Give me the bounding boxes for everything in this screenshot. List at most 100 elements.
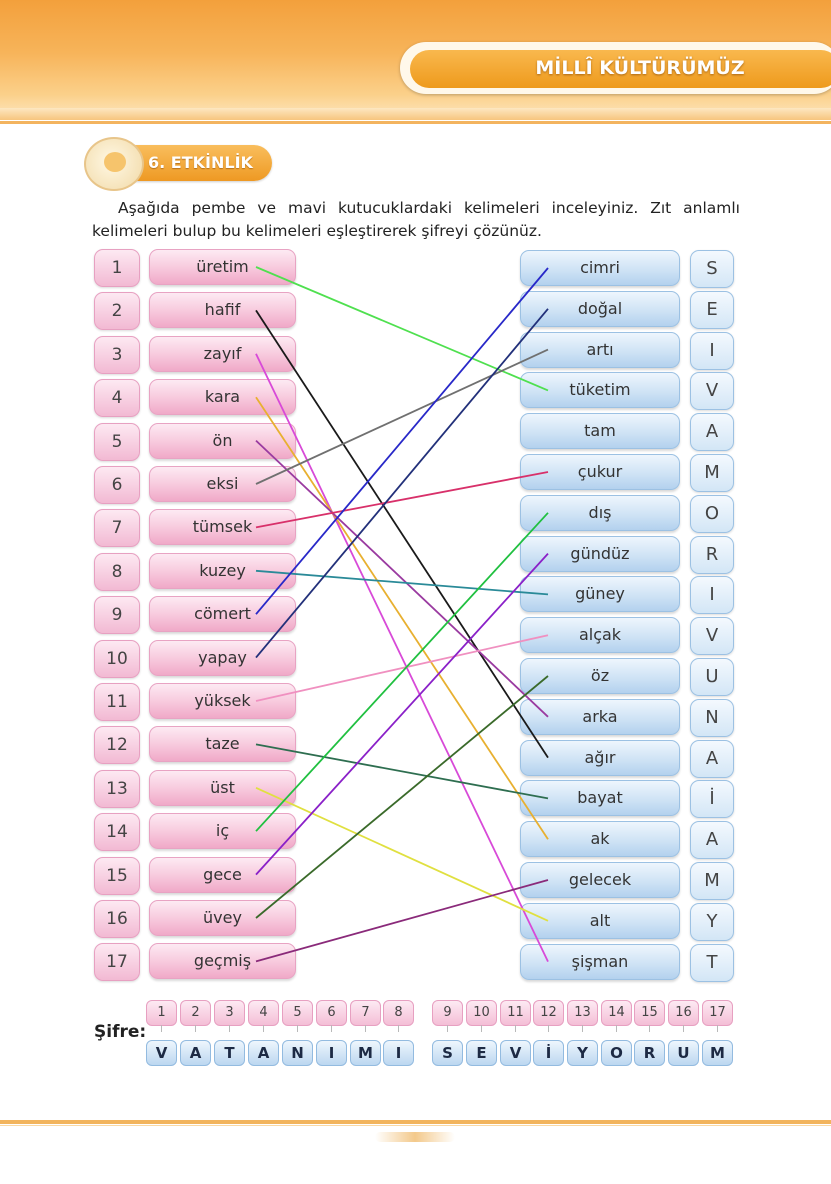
- cipher-number: 10: [466, 1000, 497, 1026]
- letter-box: I: [690, 331, 734, 370]
- match-line: [255, 439, 549, 718]
- cipher-letter: U: [668, 1040, 699, 1066]
- pink-word-box[interactable]: üretim: [149, 249, 296, 285]
- match-line: [255, 512, 549, 832]
- number-box: 4: [94, 379, 140, 418]
- pink-word-box[interactable]: üst: [149, 769, 296, 806]
- cipher-letter: S: [432, 1040, 463, 1066]
- match-line: [255, 879, 549, 963]
- blue-word-box[interactable]: gündüz: [520, 535, 680, 572]
- blue-word-box[interactable]: cimri: [520, 250, 680, 286]
- letter-box: V: [690, 617, 734, 656]
- pink-word-box[interactable]: gece: [149, 856, 296, 893]
- pink-word-box[interactable]: hafif: [149, 292, 296, 329]
- cipher-letter: A: [248, 1040, 279, 1066]
- cipher-tick: [683, 1025, 684, 1032]
- pink-word-box[interactable]: cömert: [149, 596, 296, 633]
- match-line: [255, 743, 549, 800]
- match-line: [255, 675, 549, 919]
- match-line: [255, 308, 549, 659]
- number-box: 11: [94, 683, 140, 721]
- cipher-tick: [616, 1025, 617, 1032]
- pink-word-box[interactable]: geçmiş: [149, 943, 296, 980]
- cipher-letter: M: [350, 1040, 381, 1066]
- pink-word-box[interactable]: kuzey: [149, 552, 296, 589]
- blue-word-box[interactable]: tüketim: [520, 372, 680, 409]
- header-title-pill-inner: [410, 50, 831, 88]
- number-box: 2: [94, 292, 140, 331]
- letter-box: M: [690, 862, 734, 900]
- match-line: [255, 348, 549, 485]
- letter-box: R: [690, 535, 734, 574]
- cipher-letter: A: [180, 1040, 211, 1066]
- cipher-tick: [365, 1025, 366, 1032]
- number-box: 13: [94, 769, 140, 808]
- cipher-number: 11: [500, 1000, 531, 1026]
- pink-word-box[interactable]: iç: [149, 813, 296, 850]
- match-line: [255, 786, 549, 922]
- number-box: 9: [94, 596, 140, 635]
- pink-word-box[interactable]: yapay: [149, 639, 296, 676]
- match-line: [255, 266, 549, 392]
- cipher-letter: O: [601, 1040, 632, 1066]
- cipher-letter: V: [500, 1040, 531, 1066]
- cipher-tick: [717, 1025, 718, 1032]
- cipher-number: 14: [601, 1000, 632, 1026]
- match-line: [255, 471, 549, 529]
- blue-word-box[interactable]: ağır: [520, 739, 680, 776]
- cipher-tick: [398, 1025, 399, 1032]
- letter-box: U: [690, 658, 734, 696]
- cipher-tick: [161, 1025, 162, 1032]
- cipher-tick: [263, 1025, 264, 1032]
- match-line: [255, 353, 549, 962]
- cipher-number: 1: [146, 1000, 177, 1026]
- cipher-tick: [229, 1025, 230, 1032]
- cipher-tick: [649, 1025, 650, 1032]
- cipher-number: 6: [316, 1000, 347, 1026]
- pink-word-box[interactable]: eksi: [149, 466, 296, 502]
- pink-word-box[interactable]: zayıf: [149, 335, 296, 372]
- cipher-letter: E: [466, 1040, 497, 1066]
- cipher-tick: [515, 1025, 516, 1032]
- cipher-letter: M: [702, 1040, 733, 1066]
- number-box: 1: [94, 249, 140, 287]
- pink-word-box[interactable]: taze: [149, 726, 296, 763]
- blue-word-box[interactable]: tam: [520, 413, 680, 450]
- pink-word-box[interactable]: tümsek: [149, 509, 296, 546]
- cipher-tick: [297, 1025, 298, 1032]
- number-box: 12: [94, 726, 140, 765]
- cipher-tick: [195, 1025, 196, 1032]
- blue-word-box[interactable]: şişman: [520, 943, 680, 980]
- cipher-number: 3: [214, 1000, 245, 1026]
- cipher-tick: [548, 1025, 549, 1032]
- instructions-text: Aşağıda pembe ve mavi kutucuklardaki kel…: [92, 199, 740, 240]
- activity-title: 6. ETKİNLİK: [148, 153, 253, 172]
- match-line: [255, 569, 549, 596]
- blue-word-box[interactable]: ak: [520, 821, 680, 858]
- footer-line-light: [0, 1125, 831, 1126]
- cipher-number: 7: [350, 1000, 381, 1026]
- blue-word-box[interactable]: doğal: [520, 290, 680, 327]
- page-title: MİLLÎ KÜLTÜRÜMÜZ: [535, 57, 745, 79]
- letter-box: V: [690, 372, 734, 411]
- letter-box: I: [690, 576, 734, 615]
- cipher-letter: I: [383, 1040, 414, 1066]
- footer-line: [0, 1120, 831, 1124]
- match-line: [255, 396, 549, 840]
- number-box: 17: [94, 943, 140, 982]
- cipher-number: 9: [432, 1000, 463, 1026]
- footer-page-marker: [375, 1132, 455, 1142]
- pink-word-box[interactable]: ön: [149, 422, 296, 459]
- number-box: 3: [94, 335, 140, 374]
- number-box: 6: [94, 466, 140, 504]
- match-line: [255, 267, 549, 615]
- cipher-tick: [447, 1025, 448, 1032]
- letter-box: E: [690, 290, 734, 329]
- pink-word-box[interactable]: yüksek: [149, 683, 296, 719]
- cipher-number: 8: [383, 1000, 414, 1026]
- blue-word-box[interactable]: dış: [520, 494, 680, 531]
- letter-box: A: [690, 739, 734, 778]
- letter-box: O: [690, 494, 734, 533]
- mascot-face-icon: [104, 152, 126, 172]
- number-box: 14: [94, 813, 140, 852]
